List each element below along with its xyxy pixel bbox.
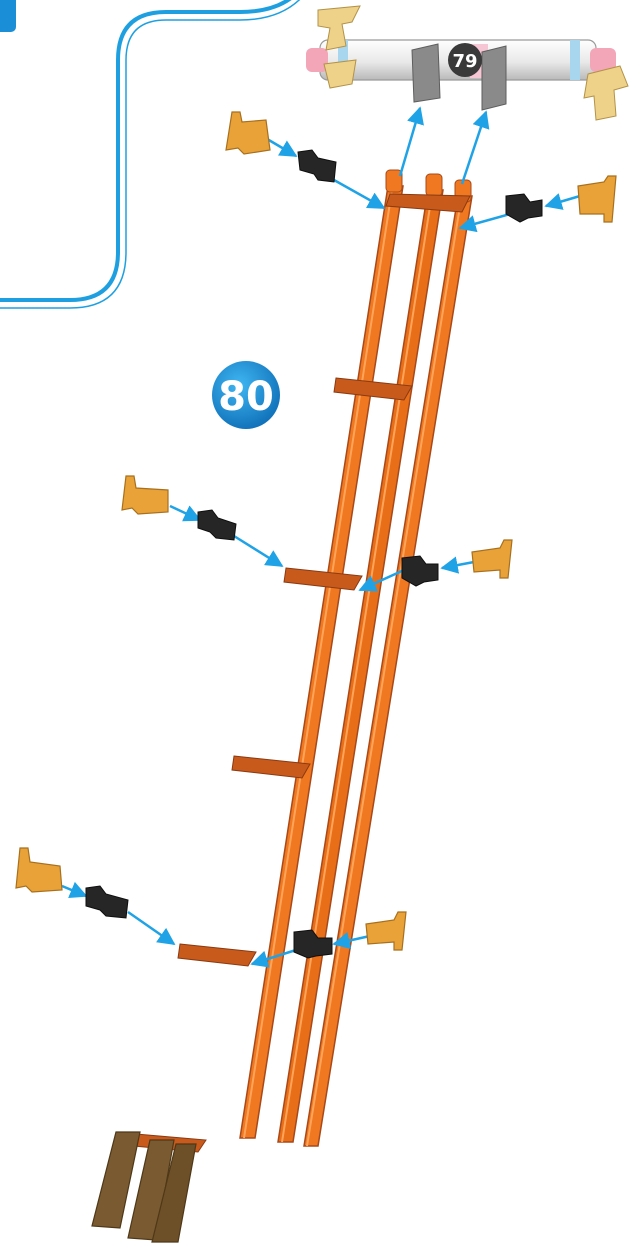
tower [92, 170, 472, 1242]
arrow-to-clamp-left [400, 108, 420, 176]
previous-step-frame [0, 0, 308, 308]
assembly-arrows [62, 108, 580, 964]
current-step-badge: 80 [212, 361, 280, 429]
arrow-bracket-to-connector-4 [442, 562, 474, 568]
tower-rail-left [240, 186, 403, 1138]
black-connector-icon [86, 886, 128, 918]
cross-brace-3 [284, 568, 362, 590]
black-connector-icon [506, 194, 542, 222]
grey-clamp-right [482, 46, 506, 110]
black-connector-icon [298, 150, 336, 182]
end-bracket-right [584, 66, 628, 120]
previous-panel-tab [0, 0, 16, 32]
orange-bracket-icon [578, 176, 616, 222]
grey-clamp-left [412, 44, 440, 102]
orange-bracket-icon [122, 476, 168, 514]
previous-step-number: 79 [452, 51, 477, 72]
black-connector-icon [402, 556, 438, 586]
black-connector-icon [198, 510, 236, 540]
arrow-bracket-to-connector-2 [546, 196, 580, 206]
tube-ring-right [570, 40, 580, 80]
tower-rail-middle [278, 190, 443, 1142]
current-step-number: 80 [218, 374, 274, 420]
base-foot-left [92, 1132, 140, 1228]
arrow-connector-to-tower-5 [128, 912, 174, 944]
orange-bracket-icon [366, 912, 406, 950]
arrow-connector-to-tower-3 [234, 536, 282, 566]
arrow-to-clamp-right [462, 112, 486, 184]
orange-bracket-icon [226, 112, 270, 154]
top-tube-assembly: 79 [306, 6, 628, 120]
rail-cap-middle [426, 174, 442, 196]
arrow-bracket-to-connector-3 [170, 506, 200, 520]
cross-brace-5 [178, 944, 256, 966]
orange-bracket-icon [472, 540, 512, 578]
arrow-connector-to-tower-1 [334, 180, 384, 208]
arrow-bracket-to-connector-5 [62, 886, 86, 896]
orange-bracket-icon [16, 848, 62, 892]
end-bracket-bottom-left [324, 60, 356, 88]
brackets [16, 112, 616, 950]
